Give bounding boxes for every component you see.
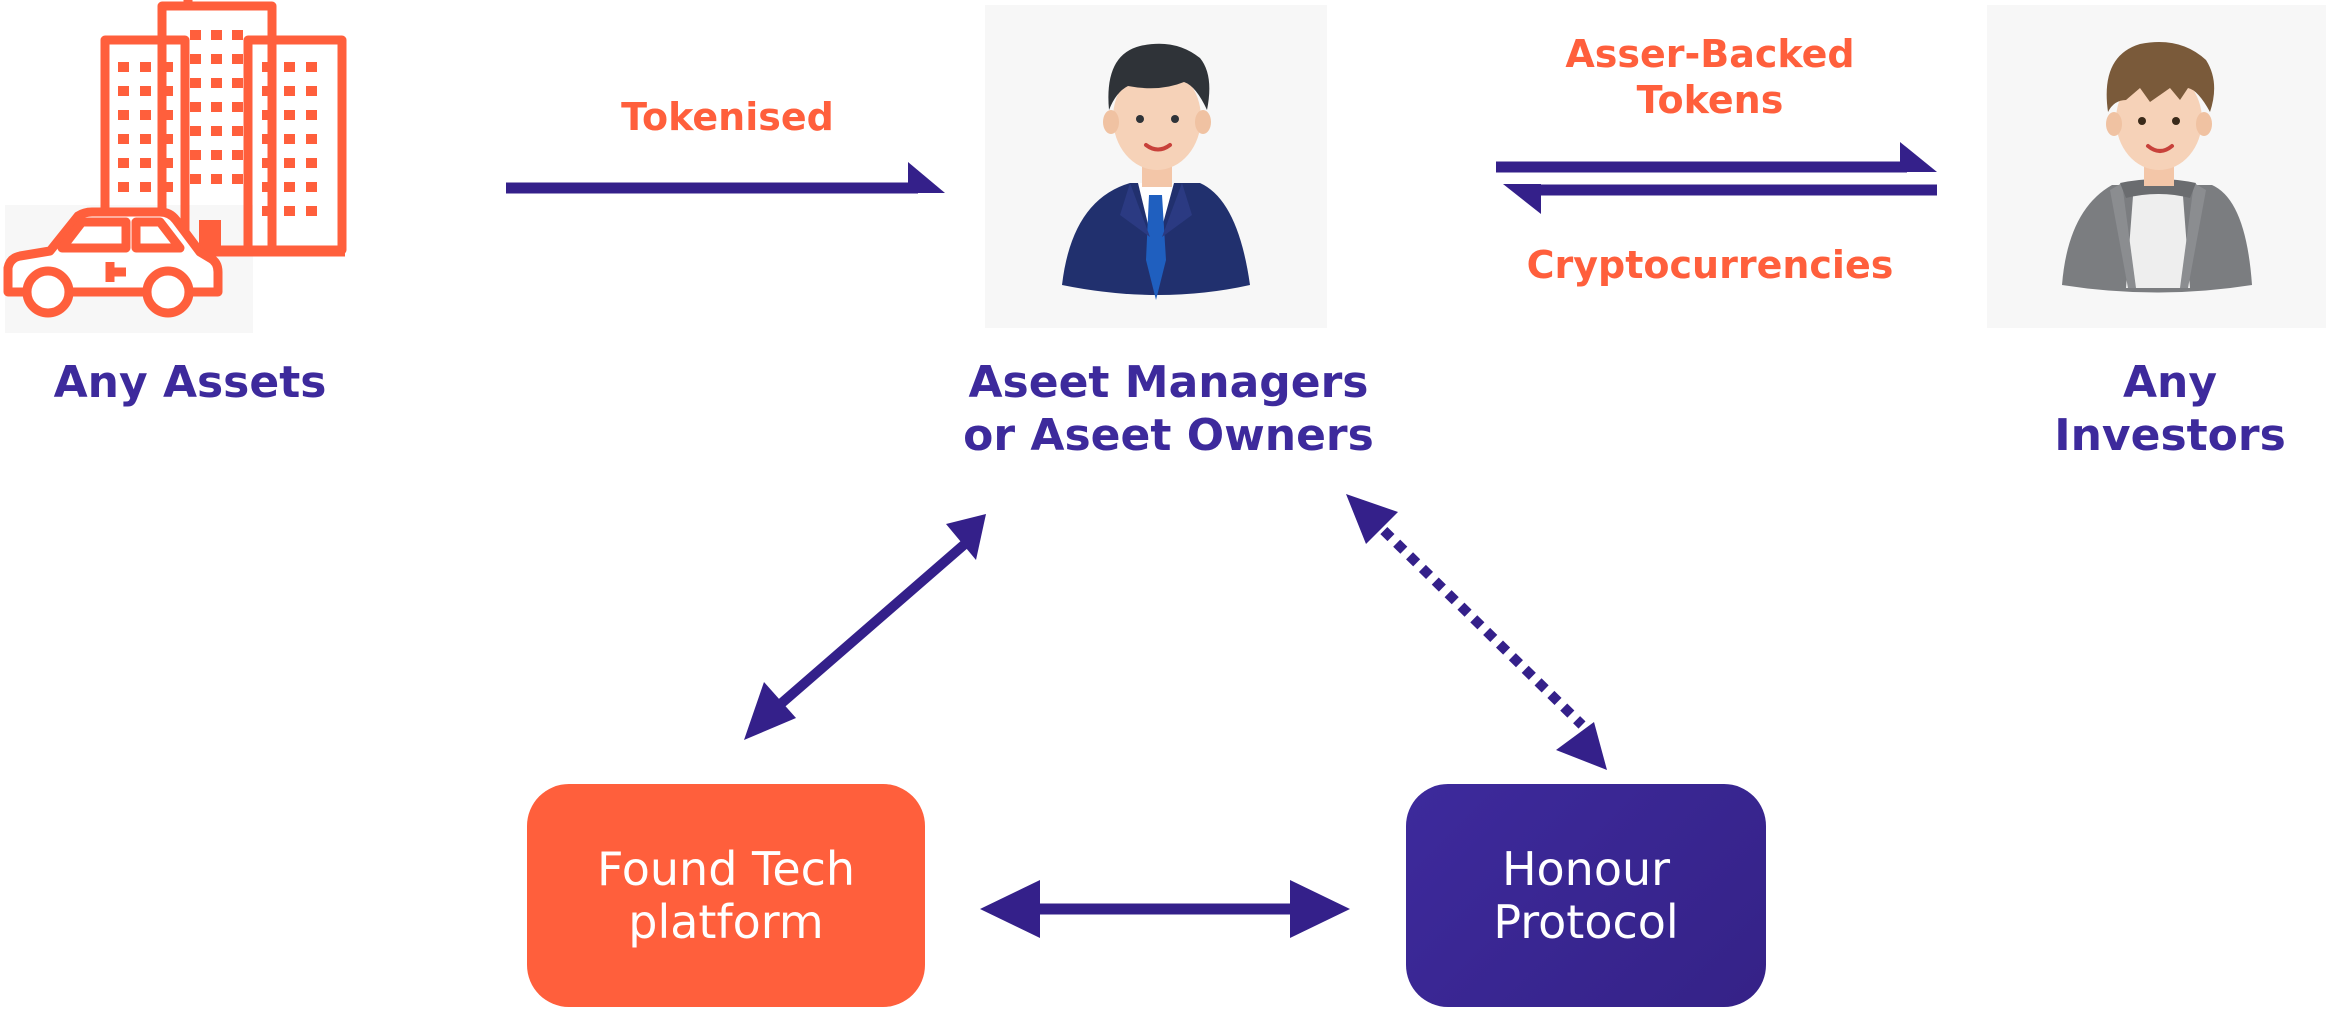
found-tech-line2: platform	[628, 894, 824, 949]
cryptocurrencies-label: Cryptocurrencies	[1526, 243, 1894, 287]
honour-line2: Protocol	[1493, 894, 1679, 949]
honour-line1: Honour	[1501, 842, 1671, 897]
honour-protocol-box: Honour Protocol	[1406, 784, 1766, 1007]
asset-backed-tokens-line1: Asser-Backed	[1565, 32, 1855, 76]
buildings-and-car-icon	[3, 0, 347, 318]
any-investors-label: Any Investors	[1990, 357, 2326, 463]
businessman-avatar-icon	[1062, 43, 1250, 300]
any-investors-line1: Any	[2122, 357, 2218, 408]
tokenised-label: Tokenised	[621, 95, 834, 139]
tokenised-arrow	[506, 162, 945, 194]
platform-link-arrow	[744, 514, 986, 740]
asset-managers-line2: or Aseet Owners	[963, 409, 1374, 461]
any-assets-label: Any Assets	[53, 357, 327, 408]
protocol-link-dotted-arrow	[1346, 494, 1607, 770]
asset-managers-line1: Aseet Managers	[968, 357, 1369, 408]
token-exchange-arrows	[1496, 142, 1937, 214]
asset-managers-label: Aseet Managers or Aseet Owners	[900, 357, 1437, 463]
any-investors-line2: Investors	[2054, 409, 2286, 461]
platform-protocol-arrow	[980, 880, 1350, 938]
found-tech-line1: Found Tech	[596, 842, 856, 897]
found-tech-platform-box: Found Tech platform	[527, 784, 925, 1007]
casual-investor-avatar-icon	[2062, 42, 2252, 293]
asset-backed-tokens-label: Asser-Backed Tokens	[1480, 32, 1940, 123]
asset-backed-tokens-line2: Tokens	[1636, 77, 1784, 122]
